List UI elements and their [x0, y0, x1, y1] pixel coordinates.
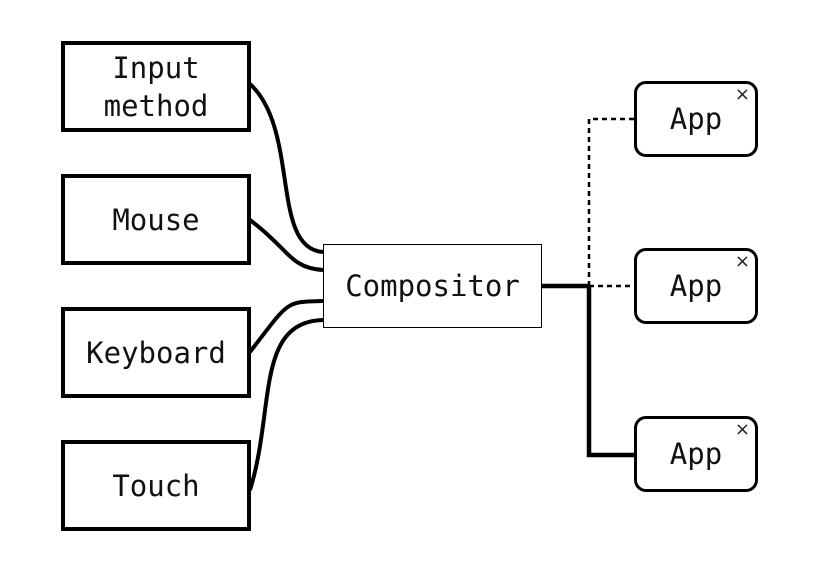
compositor-box: Compositor: [323, 244, 542, 328]
app-label: App: [669, 102, 723, 136]
wire-app-1: [587, 117, 634, 286]
close-icon: ×: [734, 251, 750, 272]
app-label: App: [669, 269, 723, 303]
wire-touch: [248, 318, 324, 491]
touch-box: Touch: [61, 440, 251, 531]
wire-keyboard: [248, 299, 324, 354]
close-icon: ×: [734, 419, 750, 440]
mouse-box: Mouse: [61, 174, 251, 265]
input-method-box: Input method: [61, 41, 251, 132]
wire-input-method: [248, 82, 324, 254]
app-window-3: App ×: [634, 416, 758, 492]
wire-mouse: [248, 218, 324, 272]
app-label: App: [669, 437, 723, 471]
app-window-2: App ×: [634, 248, 758, 324]
wire-app-3: [586, 286, 634, 458]
keyboard-box: Keyboard: [61, 307, 251, 398]
close-icon: ×: [734, 84, 750, 105]
app-window-1: App ×: [634, 81, 758, 157]
